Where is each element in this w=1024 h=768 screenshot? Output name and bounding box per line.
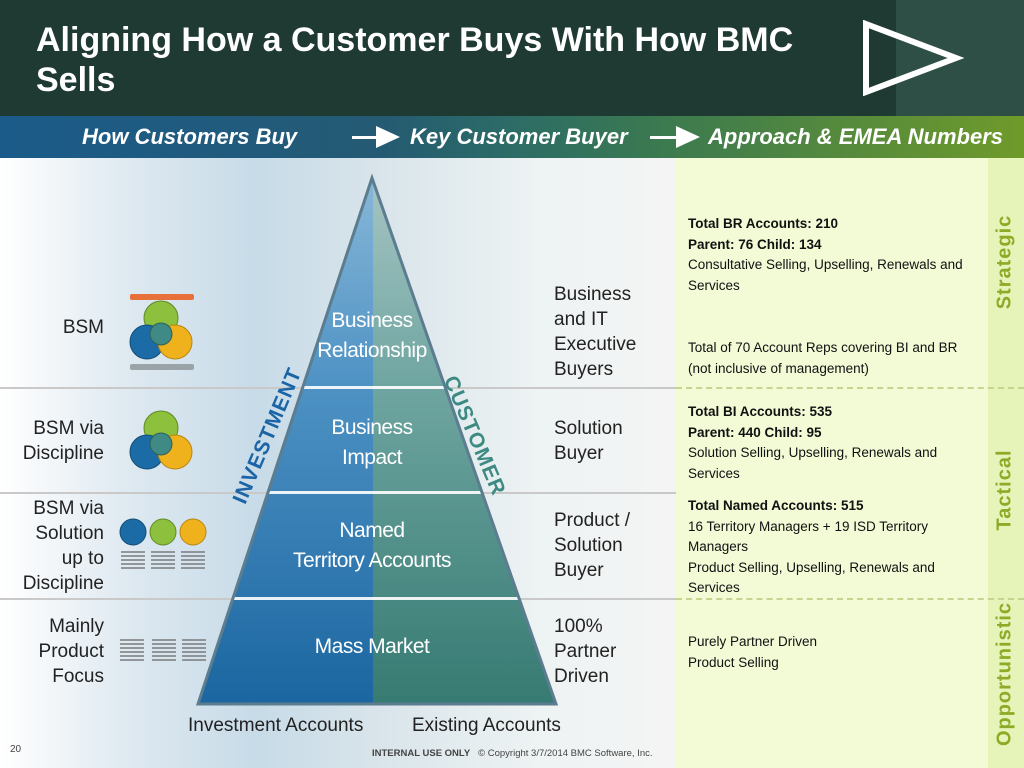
buy-label-line: up to bbox=[61, 548, 104, 569]
circle-trio-icon bbox=[119, 518, 207, 569]
pyramid-label-line: Named bbox=[339, 519, 405, 542]
buy-label-line: Solution bbox=[35, 523, 104, 544]
pyramid-label-line: Business bbox=[331, 309, 413, 332]
buyer-line: Partner bbox=[554, 641, 617, 662]
buyer-solution: Solution Buyer bbox=[554, 416, 623, 466]
buy-label-line: Discipline bbox=[22, 573, 104, 594]
approach-line: Solution Selling, Upselling, Renewals an… bbox=[688, 445, 938, 481]
pyramid-label-line: Relationship bbox=[317, 339, 427, 362]
buyer-line: Solution bbox=[554, 418, 623, 439]
document-list-icon bbox=[120, 639, 206, 661]
title-bar bbox=[0, 0, 1024, 116]
header-how-customers-buy: How Customers Buy bbox=[82, 124, 298, 149]
buy-label-bsm: BSM bbox=[62, 317, 104, 338]
pyramid-level-named-territory: Named Territory Accounts bbox=[272, 516, 472, 576]
buy-label-product-focus: Mainly Product Focus bbox=[0, 614, 104, 689]
approach-bold-line: Parent: 440 Child: 95 bbox=[688, 424, 822, 440]
buy-label-line: Product bbox=[38, 641, 104, 662]
category-divider bbox=[676, 598, 1024, 600]
play-arrow-icon bbox=[863, 20, 965, 96]
buyer-line: Buyers bbox=[554, 359, 614, 380]
pyramid-level-business-impact: Business Impact bbox=[300, 413, 444, 473]
buyer-line: Product / bbox=[554, 510, 631, 531]
approach-line: Total of 70 Account Reps covering BI and… bbox=[688, 340, 958, 376]
buy-label-line: BSM via bbox=[33, 498, 104, 519]
approach-bi: Total BI Accounts: 535 Parent: 440 Child… bbox=[688, 402, 983, 484]
approach-mass-market: Purely Partner Driven Product Selling bbox=[688, 632, 983, 673]
approach-line: Product Selling bbox=[688, 654, 779, 670]
category-opportunistic: Opportunistic bbox=[993, 601, 1016, 747]
buyer-line: Business bbox=[554, 284, 632, 305]
buyer-product-solution: Product / Solution Buyer bbox=[554, 508, 630, 583]
venn-icon bbox=[129, 410, 193, 470]
pyramid-level-business-relationship: Business Relationship bbox=[300, 306, 444, 366]
header-bar bbox=[0, 116, 1024, 158]
right-arrow-icon bbox=[376, 126, 400, 148]
approach-line: Consultative Selling, Upselling, Renewal… bbox=[688, 257, 963, 293]
category-strategic: Strategic bbox=[993, 214, 1016, 310]
buyer-partner-driven: 100% Partner Driven bbox=[554, 614, 616, 689]
approach-line: Purely Partner Driven bbox=[688, 634, 818, 649]
category-tactical: Tactical bbox=[993, 449, 1016, 531]
internal-use-label: INTERNAL USE ONLY bbox=[372, 748, 471, 759]
approach-bold-line: Parent: 76 Child: 134 bbox=[688, 236, 822, 252]
header-arrow-2-line bbox=[650, 136, 680, 139]
pyramid-label-line: Mass Market bbox=[314, 635, 430, 658]
approach-bold-line: Total BR Accounts: 210 bbox=[688, 216, 839, 231]
header-approach-emea: Approach & EMEA Numbers bbox=[708, 124, 1004, 149]
buy-label-bsm-solution: BSM via Solution up to Discipline bbox=[0, 496, 104, 596]
buy-label-line: Discipline bbox=[22, 443, 104, 464]
approach-line: 16 Territory Managers + 19 ISD Territory… bbox=[688, 518, 928, 555]
buyer-line: and IT bbox=[554, 309, 608, 330]
venn-icon bbox=[129, 294, 194, 370]
existing-accounts-label: Existing Accounts bbox=[412, 715, 561, 736]
buyer-line: Buyer bbox=[554, 443, 604, 464]
approach-named: Total Named Accounts: 515 16 Territory M… bbox=[688, 496, 983, 599]
buy-label-bsm-discipline: BSM via Discipline bbox=[0, 416, 104, 466]
approach-line: Product Selling, Upselling, Renewals and… bbox=[688, 559, 935, 596]
buy-label-line: BSM via bbox=[33, 418, 104, 439]
copyright-text: © Copyright 3/7/2014 BMC Software, Inc. bbox=[478, 748, 653, 759]
buy-label-line: Mainly bbox=[49, 616, 104, 637]
header-arrow-1-line bbox=[352, 136, 380, 139]
buyer-line: 100% bbox=[554, 616, 603, 637]
pyramid-label-line: Impact bbox=[341, 446, 403, 469]
page-number: 20 bbox=[10, 744, 22, 755]
footer-copyright: INTERNAL USE ONLY © Copyright 3/7/2014 B… bbox=[372, 748, 653, 759]
page-title: Aligning How a Customer Buys With How BM… bbox=[36, 21, 794, 99]
pyramid-label-line: Business bbox=[331, 416, 413, 439]
approach-br: Total BR Accounts: 210 Parent: 76 Child:… bbox=[688, 214, 983, 296]
approach-account-reps: Total of 70 Account Reps covering BI and… bbox=[688, 338, 983, 379]
buyer-business-it-exec: Business and IT Executive Buyers bbox=[554, 282, 636, 382]
approach-bold-line: Total Named Accounts: 515 bbox=[688, 498, 864, 513]
approach-panel bbox=[676, 158, 988, 768]
pyramid-label-line: Territory Accounts bbox=[293, 549, 451, 572]
pyramid-level-mass-market: Mass Market bbox=[272, 632, 472, 662]
category-divider bbox=[676, 387, 1024, 389]
investment-accounts-label: Investment Accounts bbox=[188, 715, 364, 736]
approach-bold-line: Total BI Accounts: 535 bbox=[688, 404, 833, 419]
header-key-customer-buyer: Key Customer Buyer bbox=[410, 124, 628, 149]
category-strip bbox=[988, 158, 1024, 768]
buyer-line: Buyer bbox=[554, 560, 604, 581]
buyer-line: Executive bbox=[554, 334, 637, 355]
buy-label-line: Focus bbox=[52, 666, 104, 687]
right-arrow-icon bbox=[676, 126, 700, 148]
pyramid-diagram bbox=[195, 173, 559, 706]
buyer-line: Driven bbox=[554, 666, 609, 687]
buyer-line: Solution bbox=[554, 535, 623, 556]
